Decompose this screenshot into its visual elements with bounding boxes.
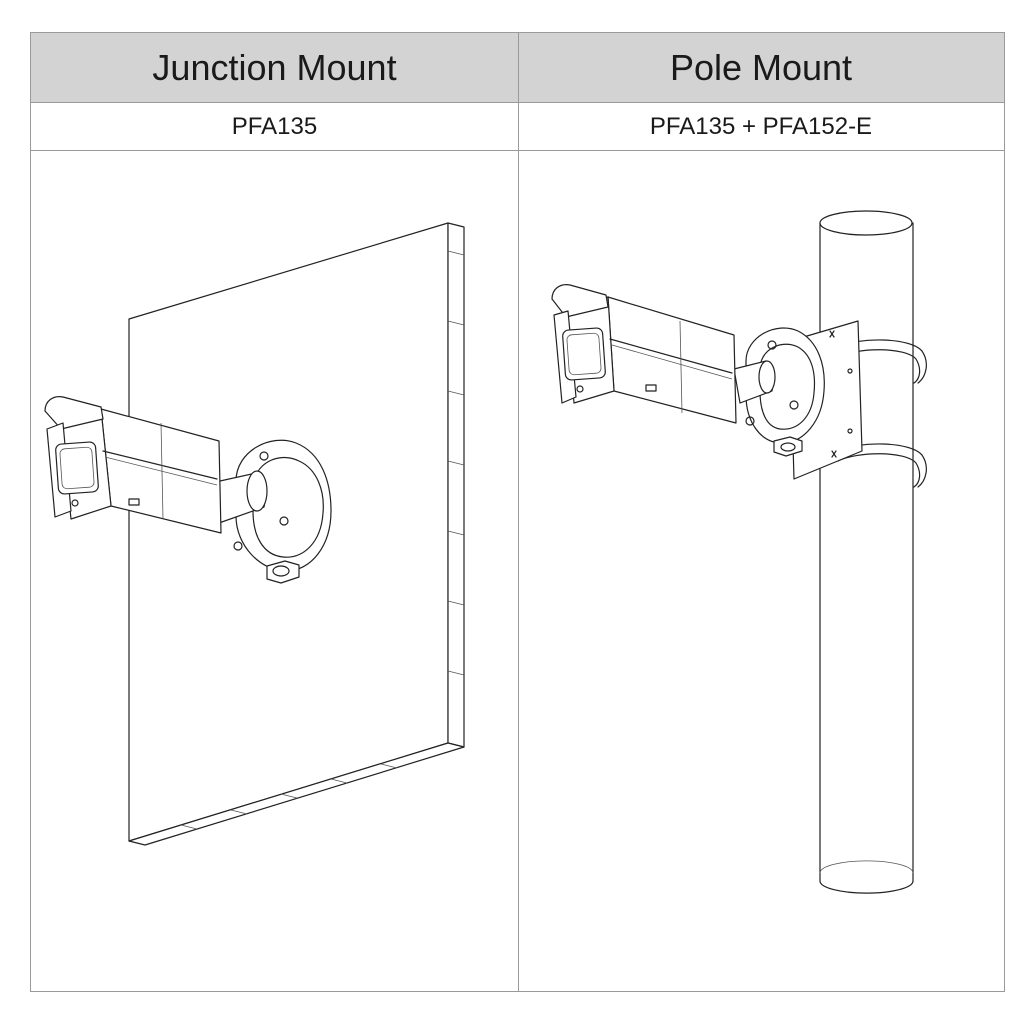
- pole-icon: [819, 210, 914, 894]
- wall-mount-drawing: [44, 222, 465, 846]
- bullet-camera-icon: [44, 396, 222, 534]
- mount-table: Junction Mount Pole Mount PFA135 PFA135 …: [30, 32, 1005, 992]
- column-divider: [518, 33, 519, 991]
- header-pole-mount: Pole Mount: [518, 33, 1004, 103]
- camera-arm-icon: [210, 470, 268, 524]
- model-junction-mount: PFA135: [31, 103, 518, 151]
- header-junction-mount: Junction Mount: [31, 33, 518, 103]
- pole-mount-illustration: [518, 151, 1004, 991]
- bullet-camera-icon: [551, 284, 737, 424]
- pole-mount-drawing: [551, 210, 927, 894]
- camera-arm-icon: [733, 360, 776, 404]
- junction-mount-illustration: [31, 151, 518, 991]
- model-pole-mount: PFA135 + PFA152-E: [518, 103, 1004, 151]
- junction-box-icon: [745, 327, 825, 457]
